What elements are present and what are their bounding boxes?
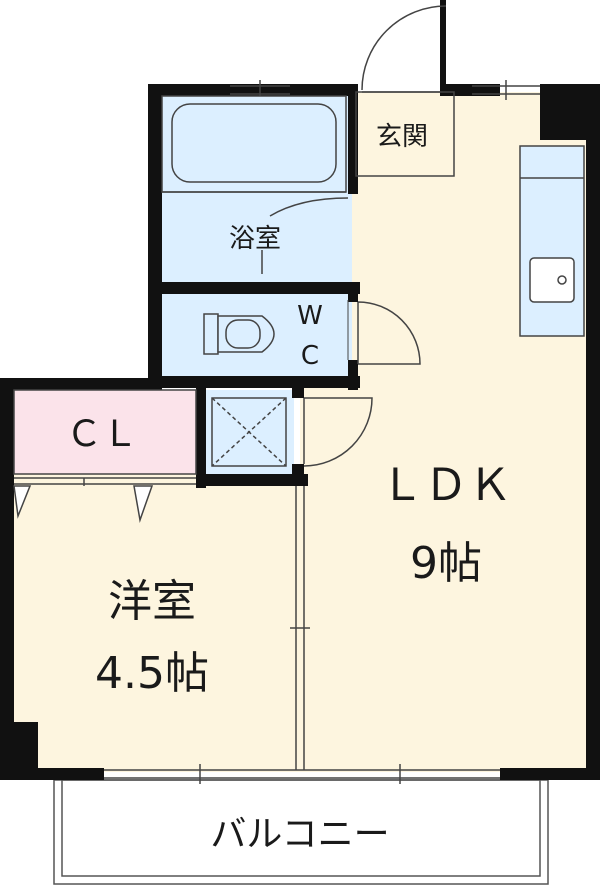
walls bbox=[0, 84, 600, 780]
western-room-name-label: 洋室 bbox=[108, 576, 196, 627]
bathtub bbox=[161, 95, 347, 193]
toilet-label-c: C bbox=[301, 341, 319, 371]
balcony-label: バルコニー bbox=[210, 814, 389, 855]
bathroom-label: 浴室 bbox=[229, 224, 281, 254]
toilet-door bbox=[357, 301, 421, 365]
closet bbox=[13, 389, 197, 523]
entrance-label: 玄関 bbox=[376, 122, 428, 152]
balcony bbox=[53, 779, 549, 885]
entrance-floor bbox=[356, 92, 456, 176]
closet-label: ＣＬ bbox=[66, 414, 138, 455]
sliding-partition bbox=[290, 486, 310, 770]
ldk-name-label: ＬＤＫ bbox=[380, 460, 512, 511]
closet-floor bbox=[14, 390, 196, 474]
utility-door bbox=[303, 397, 373, 467]
western-room-size-label: 4.5帖 bbox=[95, 648, 209, 699]
toilet-label-w: W bbox=[297, 301, 323, 331]
toilet-bowl bbox=[203, 313, 275, 355]
ldk-size-label: 9帖 bbox=[410, 538, 482, 589]
bottom-windows bbox=[104, 764, 500, 784]
washer-pan bbox=[211, 397, 287, 467]
entrance bbox=[355, 0, 455, 177]
western-room-floor bbox=[14, 474, 300, 772]
bathroom-door bbox=[261, 197, 349, 274]
kitchen-counter bbox=[519, 145, 585, 337]
